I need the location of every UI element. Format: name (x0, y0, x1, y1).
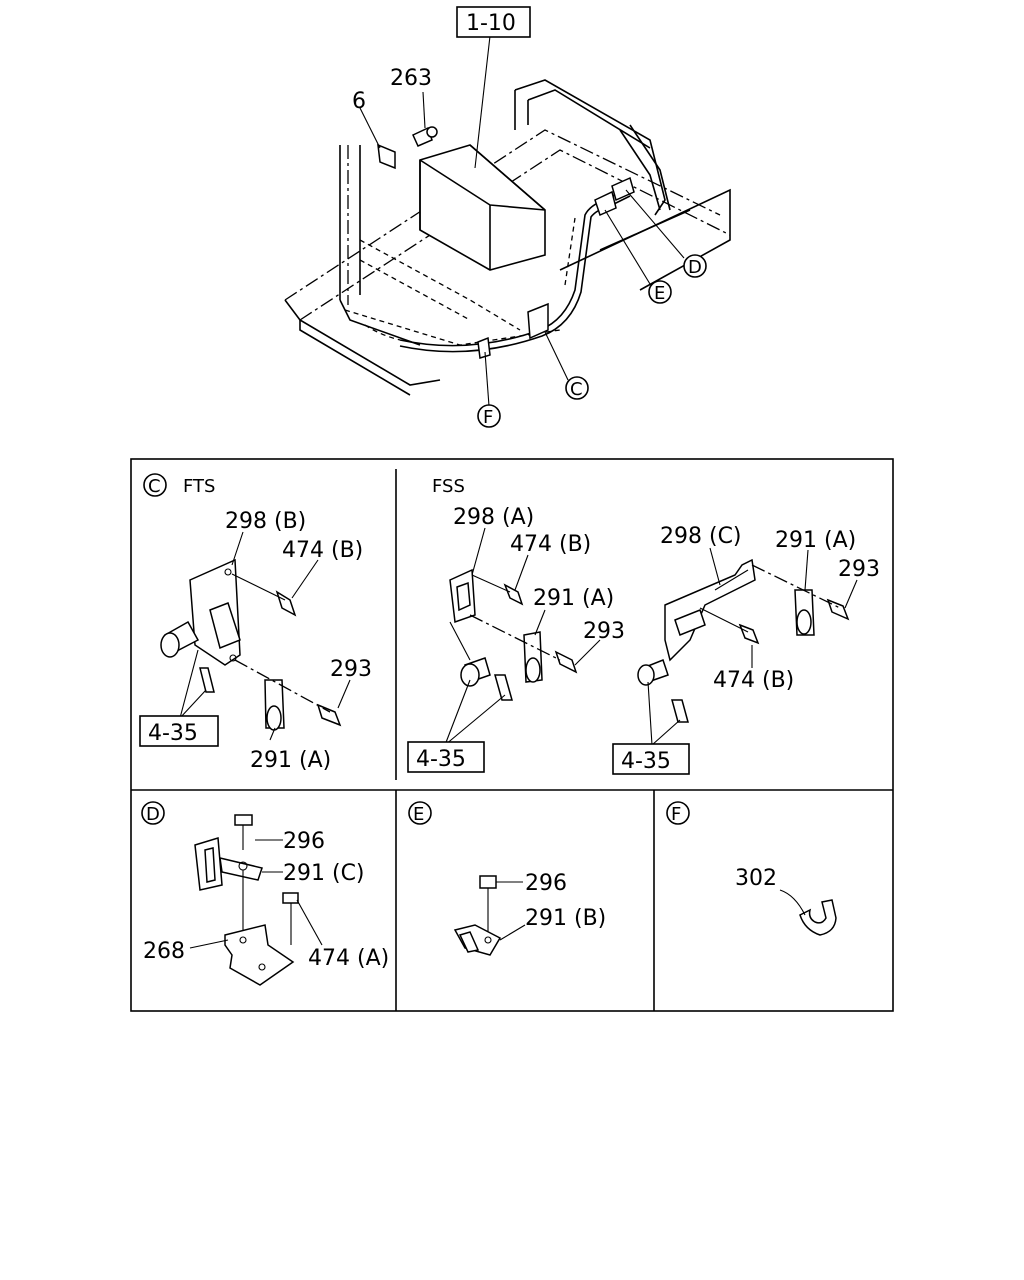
fss-label-291a-1: 291 (A) (533, 586, 614, 611)
frame-assembly-illustration (284, 35, 731, 407)
fts-ref-label: 4-35 (148, 721, 198, 746)
fss-label-291a-2: 291 (A) (775, 528, 856, 553)
panel-e-marker: E (413, 804, 424, 825)
ref-box-1-10 (456, 6, 531, 38)
fss-label-293-2: 293 (838, 557, 880, 582)
d-label-474a: 474 (A) (308, 946, 389, 971)
panel-c-fts: C FTS 298 (B) 474 (B) 293 291 (A) 4-35 (139, 473, 372, 773)
marker-f: F (483, 407, 493, 428)
marker-e: E (654, 283, 665, 304)
d-label-268: 268 (143, 939, 185, 964)
panel-c-marker: C (148, 476, 161, 497)
label-263: 263 (390, 66, 432, 91)
fss-label-293-1: 293 (583, 619, 625, 644)
fss-label-474b-2: 474 (B) (713, 668, 794, 693)
panel-d: D 296 291 (C) 268 474 (A) (141, 801, 389, 986)
marker-d: D (688, 257, 702, 278)
label-6: 6 (352, 89, 366, 114)
fss-ref-label-2: 4-35 (621, 749, 671, 774)
panel-e: E 296 291 (B) (408, 801, 606, 956)
panel-f: F 302 (666, 801, 837, 936)
panel-f-marker: F (671, 804, 681, 825)
panel-d-marker: D (146, 804, 160, 825)
fss-label-474b-1: 474 (B) (510, 532, 591, 557)
fts-ref-box (139, 715, 219, 747)
panel-c-fss: FSS 298 (A) 474 (B) 291 (A) 293 4-35 (407, 476, 880, 775)
e-label-296: 296 (525, 871, 567, 896)
fts-label-293: 293 (330, 657, 372, 682)
d-label-291c: 291 (C) (283, 861, 365, 886)
marker-c: C (570, 379, 583, 400)
fts-label-298b: 298 (B) (225, 509, 306, 534)
ref-label-1-10: 1-10 (466, 11, 516, 36)
f-label-302: 302 (735, 866, 777, 891)
fts-title: FTS (183, 476, 215, 497)
fss-title: FSS (432, 476, 465, 497)
fts-label-291a: 291 (A) (250, 748, 331, 773)
d-label-296: 296 (283, 829, 325, 854)
fss-label-298a: 298 (A) (453, 505, 534, 530)
detail-panels (130, 458, 894, 1012)
fss-ref-label-1: 4-35 (416, 747, 466, 772)
e-label-291b: 291 (B) (525, 906, 606, 931)
fss-ref-box-1 (407, 741, 485, 773)
fts-label-474b: 474 (B) (282, 538, 363, 563)
fss-ref-box-2 (612, 743, 690, 775)
fss-label-298c: 298 (C) (660, 524, 742, 549)
